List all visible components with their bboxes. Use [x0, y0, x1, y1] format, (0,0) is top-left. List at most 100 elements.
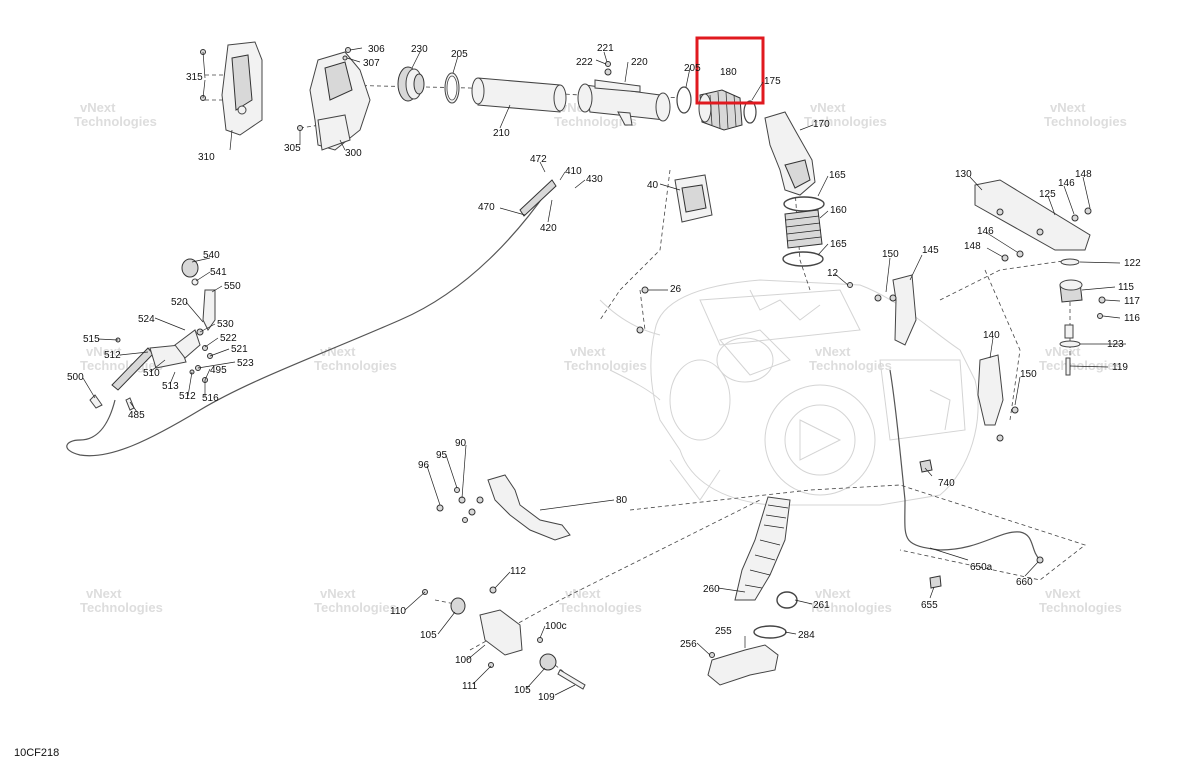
callout-222: 222 — [576, 57, 593, 68]
watermark-line-1: vNext — [320, 586, 356, 601]
coupler-230 — [397, 66, 425, 102]
watermark: vNext Technologies — [559, 586, 642, 615]
highlight-box — [695, 36, 765, 105]
watermark: vNext Technologies — [1039, 586, 1122, 615]
clamp-205b — [676, 86, 692, 114]
throttle-pedal-assembly — [89, 258, 216, 411]
callout-119: 119 — [1112, 362, 1128, 373]
callout-310: 310 — [198, 152, 215, 163]
bolt-icon — [297, 125, 303, 131]
callout-315: 315 — [186, 72, 203, 83]
cables — [66, 179, 1041, 561]
callout-512b: 512 — [179, 391, 196, 402]
watermarks: vNext Technologies vNext Technologies vN… — [74, 100, 1127, 615]
air-duct-170 — [764, 111, 816, 196]
callout-515: 515 — [83, 334, 100, 345]
watermark-line-1: vNext — [86, 586, 122, 601]
callout-516: 516 — [202, 393, 219, 404]
callout-105a: 105 — [420, 630, 437, 641]
callout-115: 115 — [1118, 282, 1134, 293]
watermark-line-2: Technologies — [1039, 600, 1122, 615]
watermark-line-2: Technologies — [1039, 358, 1122, 373]
watermark: vNext Technologies — [314, 344, 397, 373]
intake-duct-220 — [577, 61, 671, 126]
callout-255: 255 — [715, 626, 732, 637]
callout-116: 116 — [1124, 313, 1140, 324]
watermark: vNext Technologies — [564, 344, 647, 373]
callout-495: 495 — [210, 365, 227, 376]
callout-180: 180 — [720, 67, 737, 78]
bolt-icon — [874, 294, 882, 302]
watermark-line-2: Technologies — [80, 600, 163, 615]
callout-485: 485 — [128, 410, 145, 421]
bolt-icon — [489, 586, 497, 594]
callout-220: 220 — [631, 57, 648, 68]
clamp-205 — [444, 72, 460, 104]
callout-261: 261 — [813, 600, 830, 611]
watermark-line-1: vNext — [80, 100, 116, 115]
callout-148b: 148 — [964, 241, 981, 252]
watermark-line-1: vNext — [810, 100, 846, 115]
bellows-160 — [784, 209, 823, 249]
callout-150a: 150 — [1020, 369, 1037, 380]
tube-210 — [471, 77, 567, 113]
exhaust-duct-260 — [734, 496, 791, 601]
callout-230: 230 — [411, 44, 428, 55]
callout-530: 530 — [217, 319, 234, 330]
bolt-icon — [342, 55, 348, 61]
callout-510: 510 — [143, 368, 160, 379]
bolt-icon — [1001, 254, 1009, 262]
watermark-line-2: Technologies — [1044, 114, 1127, 129]
watermark: vNext Technologies — [314, 586, 397, 615]
callout-122: 122 — [1124, 258, 1141, 269]
callout-540: 540 — [203, 250, 220, 261]
bolt-icon — [847, 282, 853, 288]
callout-125: 125 — [1039, 189, 1056, 200]
watermark-line-2: Technologies — [314, 358, 397, 373]
watermark-line-2: Technologies — [559, 600, 642, 615]
callout-521: 521 — [231, 344, 248, 355]
callout-146a: 146 — [1058, 178, 1075, 189]
watermark-line-1: vNext — [1050, 100, 1086, 115]
callout-148a: 148 — [1075, 169, 1092, 180]
callout-105b: 105 — [514, 685, 531, 696]
callout-40: 40 — [647, 180, 659, 191]
callout-123: 123 — [1107, 339, 1124, 350]
callout-26: 26 — [670, 284, 682, 295]
bolt-icon — [1016, 250, 1024, 258]
callout-165a: 165 — [829, 170, 846, 181]
callout-95: 95 — [436, 450, 448, 461]
bolt-icon — [641, 286, 649, 294]
callout-165b: 165 — [830, 239, 847, 250]
callout-12: 12 — [827, 268, 839, 279]
clamp-284 — [753, 625, 787, 639]
bolt-icon — [345, 47, 351, 53]
bolt-icon — [1071, 214, 1079, 222]
throttle-cable-470 — [66, 189, 549, 457]
callout-160: 160 — [830, 205, 847, 216]
callout-470: 470 — [478, 202, 495, 213]
watermark-line-1: vNext — [815, 586, 851, 601]
callout-109: 109 — [538, 692, 555, 703]
callout-labels: 315 310 306 307 305 300 230 205 210 221 … — [67, 43, 1141, 703]
callout-430: 430 — [586, 174, 603, 185]
callout-410: 410 — [565, 166, 582, 177]
callout-420: 420 — [540, 223, 557, 234]
callout-660: 660 — [1016, 577, 1033, 588]
watermark: vNext Technologies — [1039, 344, 1122, 373]
callout-140: 140 — [983, 330, 1000, 341]
callout-221: 221 — [597, 43, 614, 54]
callout-513: 513 — [162, 381, 179, 392]
clamp-165b — [782, 251, 824, 267]
watermark-line-2: Technologies — [804, 114, 887, 129]
callout-130: 130 — [955, 169, 972, 180]
watermark-line-2: Technologies — [314, 600, 397, 615]
callout-112: 112 — [510, 566, 526, 577]
bolt-icon — [636, 326, 644, 334]
callout-523: 523 — [237, 358, 254, 369]
watermark: vNext Technologies — [804, 100, 887, 129]
callout-90: 90 — [455, 438, 467, 449]
callout-305: 305 — [284, 143, 301, 154]
engine-mount-100 — [422, 586, 586, 690]
